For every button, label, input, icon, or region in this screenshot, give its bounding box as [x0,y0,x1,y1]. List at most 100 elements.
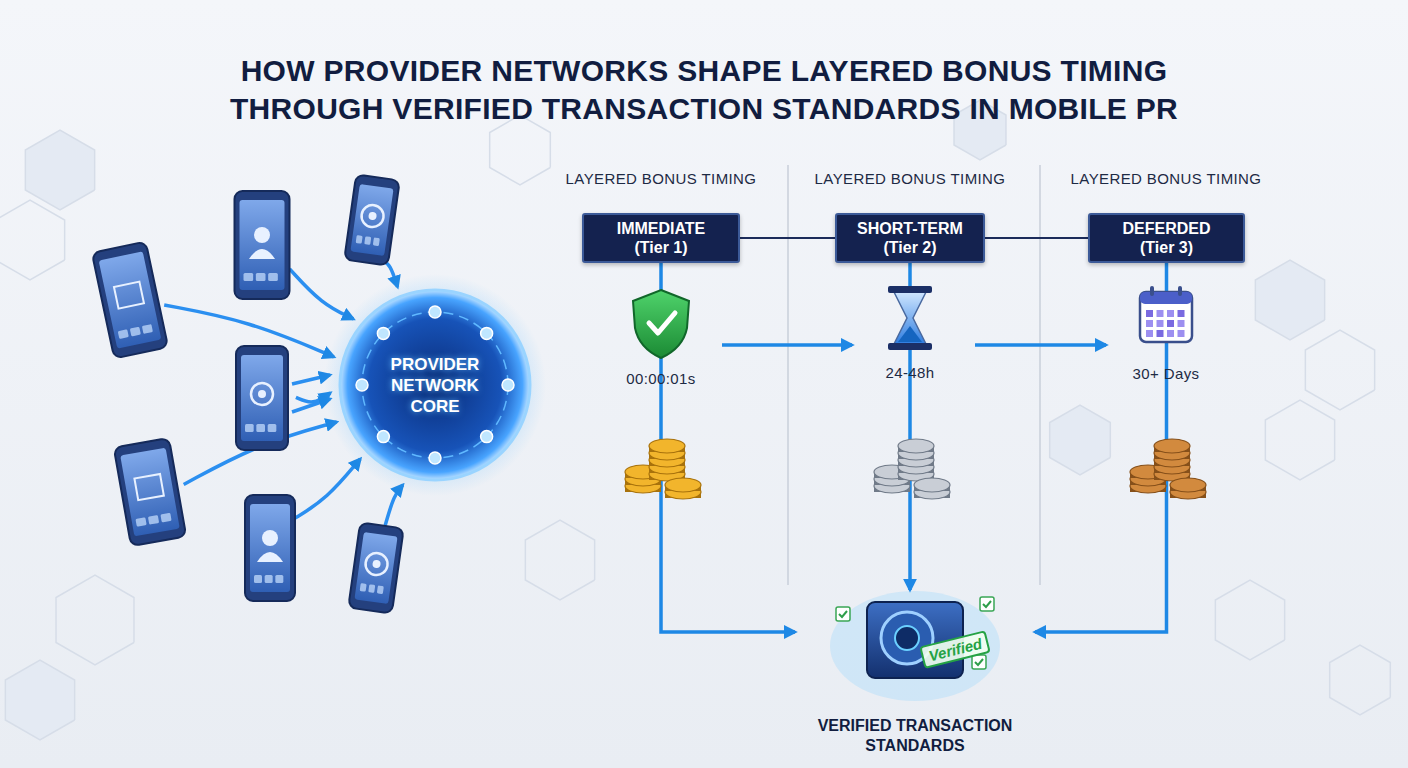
screen-dot [368,212,377,221]
calendar-day [1178,310,1185,317]
coin [898,439,934,453]
flow-arrow [292,399,330,412]
core-node-dot [429,452,441,464]
phone-screen [241,355,283,441]
phone-body [92,241,168,358]
tier-box: SHORT-TERM (Tier 2) [835,213,985,263]
hexagon [1305,330,1374,410]
node-caption: VERIFIED TRANSACTION STANDARDS [795,716,1035,756]
screen-key [142,324,153,334]
screen-dot [372,560,381,569]
calendar-header [1140,292,1192,304]
screen-key [360,583,367,592]
core-label: PROVIDER NETWORK CORE [365,354,505,417]
vault-lens [895,626,919,650]
network-core-circle: PROVIDER NETWORK CORE [340,290,530,480]
column-heading: LAYERED BONUS TIMING [1071,170,1262,187]
shield-icon [633,290,689,358]
screen-key [148,515,159,525]
mobile-phone [245,495,295,601]
avatar-body [249,249,275,259]
hexagon [1050,405,1111,475]
check-mark [983,601,991,607]
mobile-phone [235,191,290,299]
coin [914,478,950,492]
core-node-dot [377,431,389,443]
screen-dot [258,390,266,398]
column-heading: LAYERED BONUS TIMING [815,170,1006,187]
phone-body [245,495,295,601]
calendar-day [1167,320,1174,327]
calendar-day [1146,310,1153,317]
phone-body [114,438,187,546]
column-heading: LAYERED BONUS TIMING [566,170,757,187]
column-divider [787,165,789,585]
hourglass-glass [894,292,926,344]
calendar-day [1157,330,1164,337]
hourglass-icon [888,286,932,350]
timing-value: 24-48h [885,364,934,381]
tier-box: DEFERDED (Tier 3) [1088,213,1245,263]
screen-key [377,585,384,594]
phone-body [235,191,290,299]
check-mark [839,611,847,617]
screen-key [373,237,380,246]
screen-key [265,575,273,583]
calendar-day [1157,310,1164,317]
calendar-day [1167,330,1174,337]
coin-stack [874,439,950,499]
hexagon [525,520,594,600]
core-node-dot [481,431,493,443]
calendar-ring [1150,286,1154,296]
hexagon-pattern [0,100,1390,740]
calendar-icon [1140,286,1192,342]
screen-key [268,424,277,432]
check-box [980,597,994,611]
vault-icon [830,591,1000,701]
phone-body [236,346,288,450]
phone-body [344,174,400,265]
check-box [972,655,986,669]
avatar-body [257,552,283,562]
core-ring [362,312,508,458]
core-glow [324,274,546,496]
screen-key [118,329,129,339]
hexagon [25,130,94,210]
check-badge [980,597,994,611]
coin [1154,439,1190,453]
shield-body [633,290,689,358]
coin [665,478,701,492]
core-node-dot [377,327,389,339]
phone-screen [354,532,397,604]
coin [649,439,685,453]
screen-ring [251,383,273,405]
mobile-phone [114,438,187,546]
screen-frame [134,474,163,500]
flow-arrow [293,459,360,519]
hexagon [490,115,551,185]
screen-key [364,236,371,245]
check-box [836,607,850,621]
coin [1170,478,1206,492]
screen-ring [360,204,385,229]
diagram-title: HOW PROVIDER NETWORKS SHAPE LAYERED BONU… [164,52,1244,128]
avatar-head [254,227,270,243]
tier-box: IMMEDIATE (Tier 1) [582,213,740,263]
timing-value: 30+ Days [1133,365,1200,382]
hexagon [1265,400,1334,480]
hexagon [1330,645,1391,715]
screen-ring [364,552,389,577]
mobile-phone [348,522,404,613]
core-node-dot [502,379,514,391]
hexagon [0,200,65,280]
flow-arrow [290,269,354,319]
calendar-day [1146,320,1153,327]
screen-key [244,273,254,281]
calendar-day [1146,330,1153,337]
vault-glow [830,591,1000,701]
screen-key [356,235,363,244]
screen-key [268,273,278,281]
flow-arrow [975,343,1106,347]
core-node-dot [356,379,368,391]
